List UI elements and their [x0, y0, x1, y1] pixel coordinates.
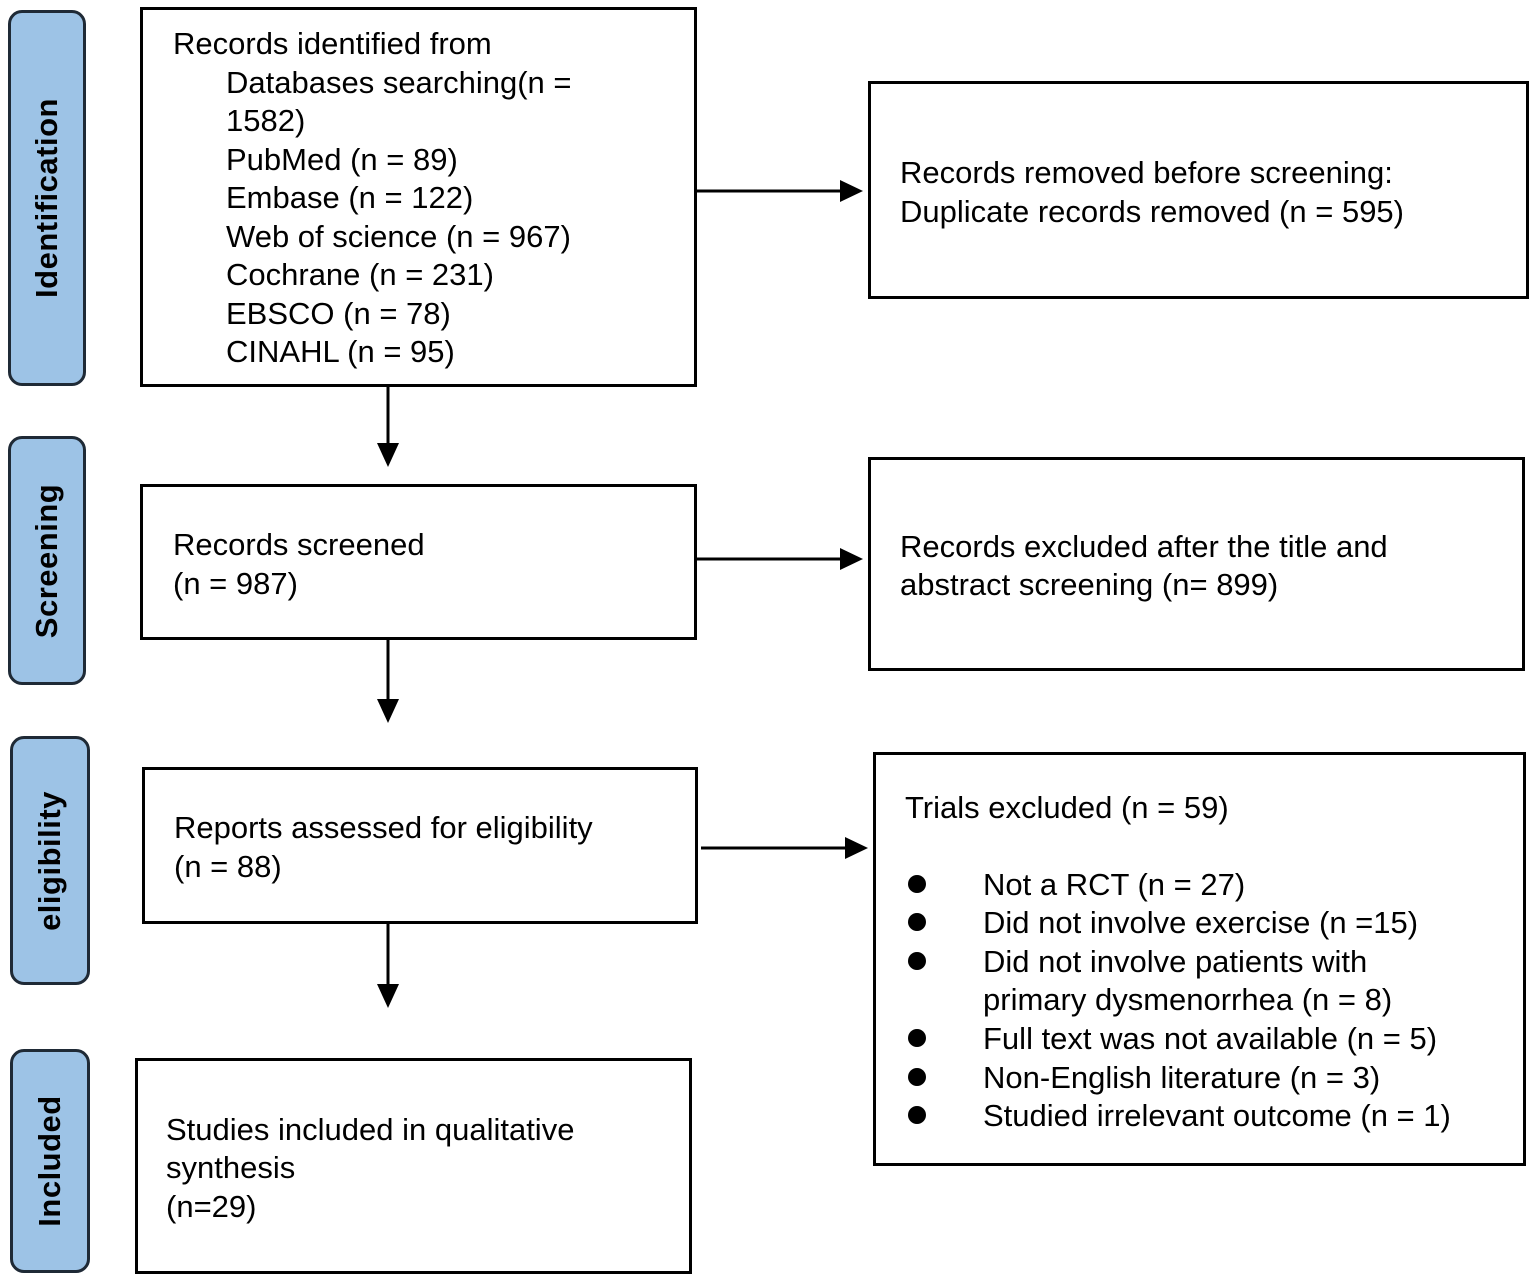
exclusion-reason-continued: primary dysmenorrhea (n = 8): [983, 982, 1393, 1017]
records-excluded-title-abstract-box: Records excluded after the title and abs…: [868, 457, 1525, 671]
stage-tab-eligibility: eligibility: [10, 736, 90, 985]
trials-excluded-title: Trials excluded (n = 59): [905, 790, 1229, 825]
bullet-dot: [908, 1068, 926, 1086]
trials-excluded-box: Trials excluded (n = 59) Not a RCT (n = …: [873, 752, 1526, 1166]
records-removed-box: Records removed before screening: Duplic…: [868, 81, 1529, 299]
reports-eligibility-line2: (n = 88): [174, 849, 282, 884]
databases-searching-line1: Databases searching(n =: [226, 65, 572, 100]
records-excluded-line2: abstract screening (n= 899): [900, 567, 1279, 602]
exclusion-reason: Did not involve exercise (n =15): [983, 905, 1419, 940]
arrow-to-reports-eligibility: [377, 640, 399, 723]
records-removed-line1: Records removed before screening:: [900, 155, 1393, 190]
source-cochrane: Cochrane (n = 231): [226, 257, 494, 292]
source-pubmed: PubMed (n = 89): [226, 142, 458, 177]
studies-included-line2: synthesis: [166, 1150, 296, 1185]
source-embase: Embase (n = 122): [226, 180, 474, 215]
exclusion-reason: Non-English literature (n = 3): [983, 1060, 1381, 1095]
records-excluded-line1: Records excluded after the title and: [900, 529, 1388, 564]
records-screened-line2: (n = 987): [173, 566, 298, 601]
exclusion-reason: Full text was not available (n = 5): [983, 1021, 1438, 1056]
stage-tab-identification: Identification: [8, 10, 86, 386]
reports-eligibility-box: Reports assessed for eligibility (n = 88…: [142, 767, 698, 924]
studies-included-box: Studies included in qualitative synthesi…: [135, 1058, 692, 1274]
databases-searching-line2: 1582): [226, 103, 306, 138]
stage-tab-screening: Screening: [8, 436, 86, 685]
bullet-dot: [908, 913, 926, 931]
records-screened-line1: Records screened: [173, 527, 425, 562]
source-web-of-science: Web of science (n = 967): [226, 219, 571, 254]
reports-eligibility-line1: Reports assessed for eligibility: [174, 810, 593, 845]
bullet-dot: [908, 875, 926, 893]
studies-included-line1: Studies included in qualitative: [166, 1112, 575, 1147]
records-identified-box: Records identified from Databases search…: [140, 7, 697, 387]
arrow-to-records-removed: [697, 180, 863, 202]
studies-included-line3: (n=29): [166, 1189, 257, 1224]
source-ebsco: EBSCO (n = 78): [226, 296, 451, 331]
exclusion-reason: Not a RCT (n = 27): [983, 867, 1246, 902]
bullet-dot: [908, 1029, 926, 1047]
arrow-to-trials-excluded: [701, 837, 868, 859]
arrow-to-studies-included: [377, 924, 399, 1008]
records-identified-title: Records identified from: [173, 26, 492, 61]
bullet-dot: [908, 1106, 926, 1124]
records-screened-box: Records screened (n = 987): [140, 484, 697, 640]
bullet-dot: [908, 952, 926, 970]
arrow-to-records-screened: [377, 387, 399, 467]
exclusion-reason: Did not involve patients with: [983, 944, 1368, 979]
records-removed-line2: Duplicate records removed (n = 595): [900, 194, 1404, 229]
arrow-to-records-excluded: [697, 548, 863, 570]
source-cinahl: CINAHL (n = 95): [226, 334, 455, 369]
stage-tab-included: Included: [10, 1049, 90, 1273]
exclusion-reason: Studied irrelevant outcome (n = 1): [983, 1098, 1451, 1133]
